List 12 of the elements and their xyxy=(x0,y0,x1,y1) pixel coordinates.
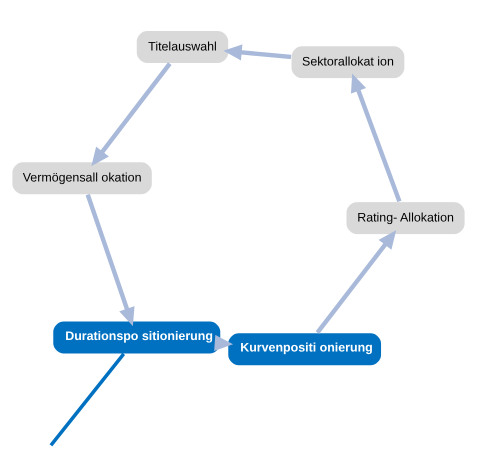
arrow xyxy=(91,62,172,166)
arrow xyxy=(350,73,402,202)
arrow xyxy=(316,230,396,334)
node-box: Rating- Allokation xyxy=(346,200,466,234)
arrow xyxy=(86,194,134,326)
connector xyxy=(50,352,126,446)
node-box: Vermögensall okation xyxy=(12,160,153,195)
node-box: Sektorallokat ion xyxy=(290,44,406,79)
arrow xyxy=(223,44,292,60)
node-box: Kurvenpositi onierung xyxy=(227,332,382,366)
arrow xyxy=(214,334,234,350)
node-box: Titelauswahl xyxy=(136,30,230,64)
